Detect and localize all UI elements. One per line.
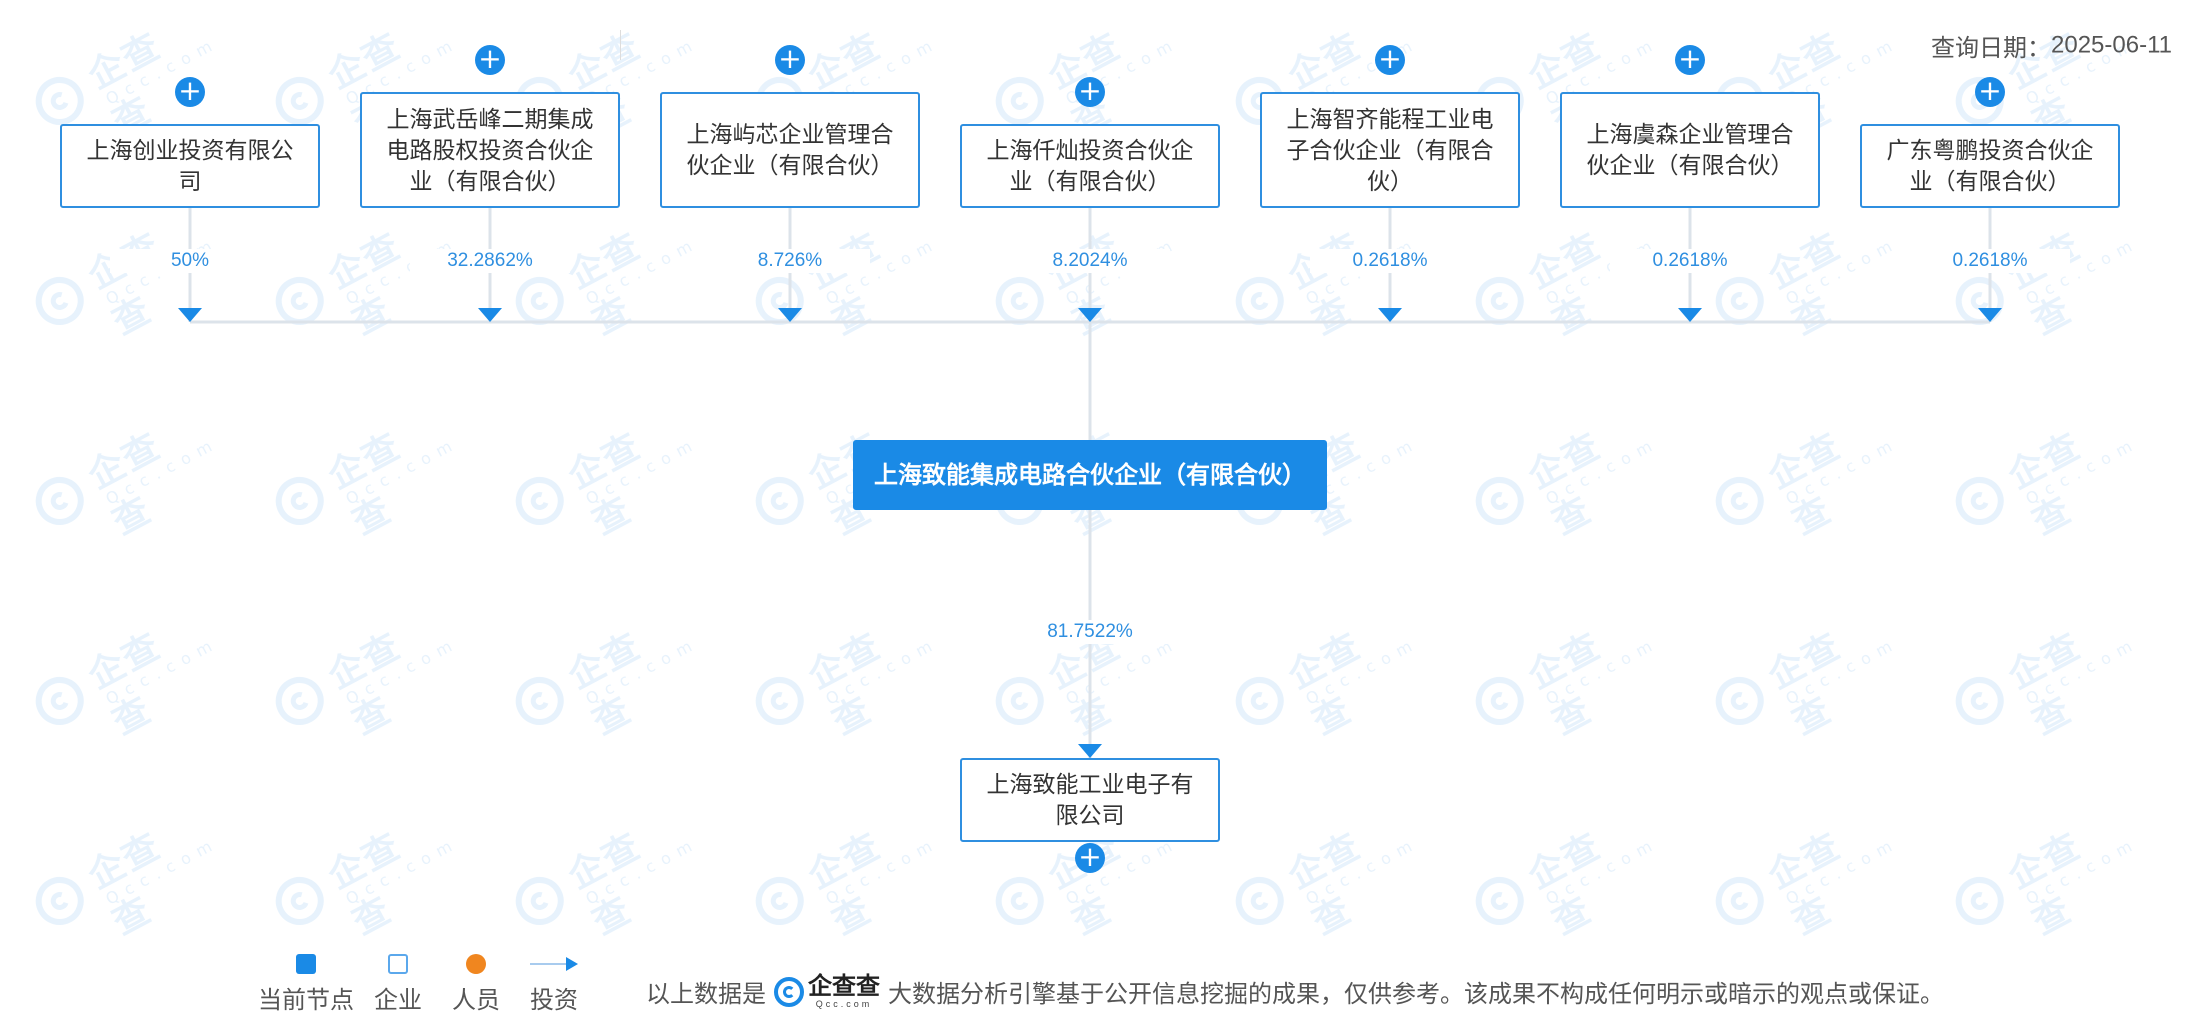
arrow-shareholder (1078, 308, 1102, 322)
brand-text: 企查查 Qcc.com (808, 972, 880, 1009)
shareholder-percent: 32.2862% (410, 249, 570, 273)
expand-shareholder-button[interactable]: + (1975, 77, 2005, 107)
person-node-icon (466, 954, 486, 974)
arrow-shareholder (478, 308, 502, 322)
legend-current: 当前节点 (256, 950, 356, 1015)
shareholder-node[interactable]: 上海虞森企业管理合伙企业（有限合伙） (1560, 92, 1820, 208)
disclaimer: 以上数据是 企查查 Qcc.com 大数据分析引擎基于公开信息挖掘的成果，仅供参… (646, 974, 1944, 1009)
shareholder-percent: 0.2618% (1910, 249, 2070, 273)
legend-invest: 投资 (526, 950, 582, 1015)
shareholder-percent: 50% (110, 249, 270, 273)
legend-company-label: 企业 (374, 987, 422, 1014)
disclaimer-prefix: 以上数据是 (646, 981, 766, 1008)
brand-sub: Qcc.com (815, 998, 873, 1009)
expand-investment-button[interactable]: + (1075, 843, 1105, 873)
disclaimer-suffix: 大数据分析引擎基于公开信息挖掘的成果，仅供参考。该成果不构成任何明示或暗示的观点… (888, 981, 1944, 1008)
shareholder-node[interactable]: 上海武岳峰二期集成电路股权投资合伙企业（有限合伙） (360, 92, 620, 208)
expand-shareholder-button[interactable]: + (1375, 45, 1405, 75)
arrow-shareholder (778, 308, 802, 322)
legend-person: 人员 (448, 950, 504, 1015)
investment-percent: 81.7522% (1010, 620, 1170, 644)
shareholder-percent: 8.726% (710, 249, 870, 273)
expand-shareholder-button[interactable]: + (775, 45, 805, 75)
arrow-shareholder (1378, 308, 1402, 322)
invest-arrow-icon (530, 954, 578, 974)
brand-logo: 企查查 Qcc.com (774, 972, 880, 1009)
shareholder-node[interactable]: 上海智齐能程工业电子合伙企业（有限合伙） (1260, 92, 1520, 208)
expand-shareholder-button[interactable]: + (1675, 45, 1705, 75)
legend-divider (620, 30, 621, 60)
arrow-shareholder (178, 308, 202, 322)
query-date: 查询日期：2025-06-11 (1931, 28, 2172, 63)
legend-current-label: 当前节点 (258, 987, 354, 1014)
shareholder-percent: 8.2024% (1010, 249, 1170, 273)
brand-name: 企查查 (808, 972, 880, 1000)
expand-shareholder-button[interactable]: + (175, 77, 205, 107)
shareholder-node[interactable]: 上海屿芯企业管理合伙企业（有限合伙） (660, 92, 920, 208)
arrow-investment (1078, 744, 1102, 758)
query-date-label: 查询日期： (1931, 35, 2052, 62)
company-node-icon (388, 954, 408, 974)
legend-person-label: 人员 (452, 987, 500, 1014)
current-node-icon (296, 954, 316, 974)
shareholder-percent: 0.2618% (1310, 249, 1470, 273)
current-node[interactable]: 上海致能集成电路合伙企业（有限合伙） (853, 440, 1327, 510)
query-date-value: 2025-06-11 (2051, 31, 2172, 59)
shareholder-percent: 0.2618% (1610, 249, 1770, 273)
expand-shareholder-button[interactable]: + (1075, 77, 1105, 107)
arrow-shareholder (1978, 308, 2002, 322)
shareholder-node[interactable]: 上海仟灿投资合伙企业（有限合伙） (960, 124, 1220, 208)
shareholder-node[interactable]: 广东粤鹏投资合伙企业（有限合伙） (1860, 124, 2120, 208)
arrow-shareholder (1678, 308, 1702, 322)
legend-invest-label: 投资 (530, 987, 578, 1014)
legend-company: 企业 (370, 950, 426, 1015)
shareholder-node[interactable]: 上海创业投资有限公司 (60, 124, 320, 208)
qcc-logo-icon (774, 976, 804, 1007)
expand-shareholder-button[interactable]: + (475, 45, 505, 75)
investment-node[interactable]: 上海致能工业电子有限公司 (960, 758, 1220, 842)
